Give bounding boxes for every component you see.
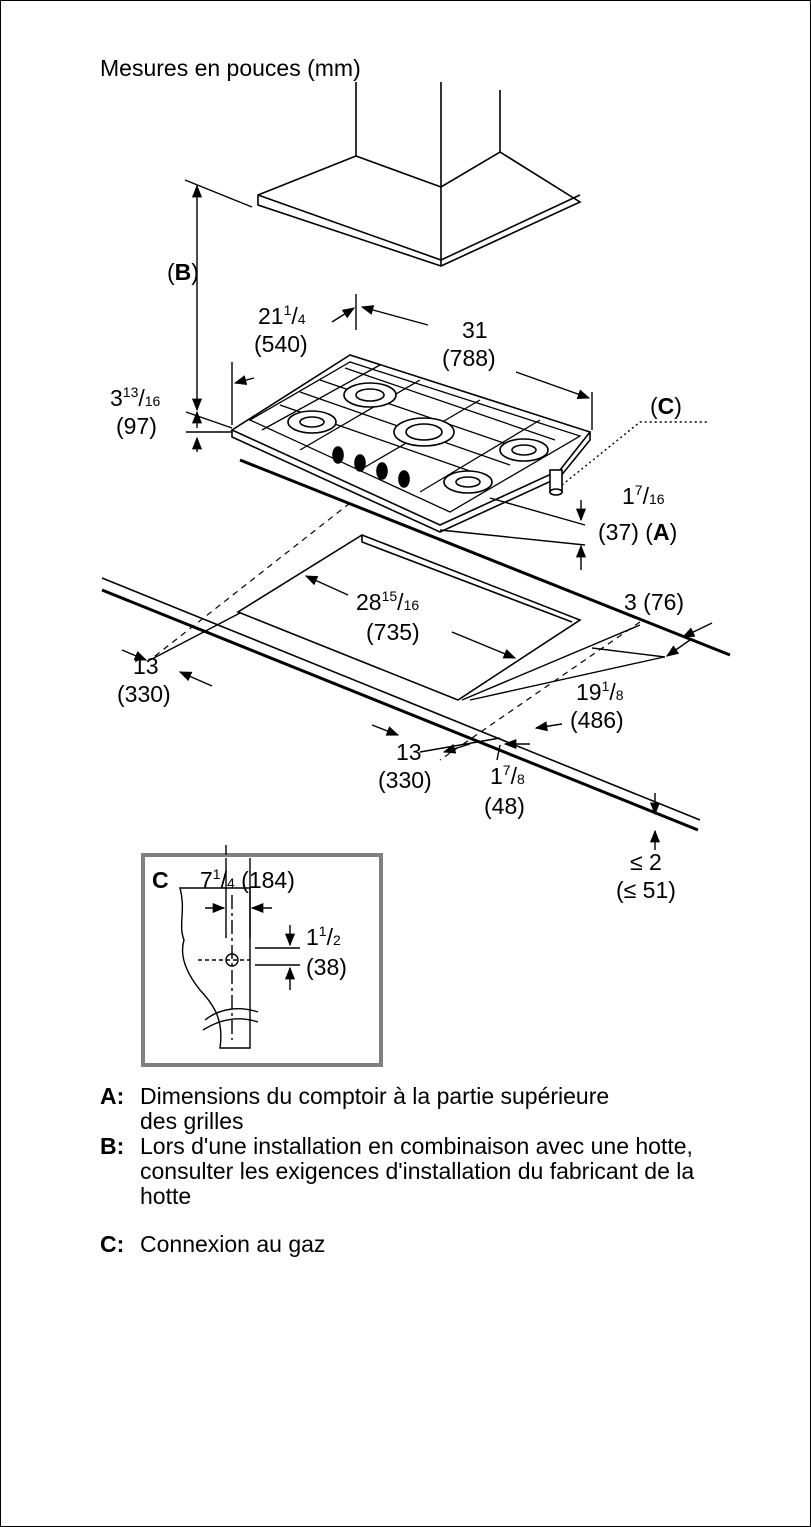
svg-text:(37) (A): (37) (A) xyxy=(598,519,677,545)
svg-text:11/2: 11/2 xyxy=(306,923,341,950)
label-side-mm: (330) xyxy=(117,681,171,707)
label-c: C xyxy=(658,393,675,419)
svg-text:71/4 (184): 71/4 (184) xyxy=(200,866,295,893)
svg-text:(B): (B) xyxy=(167,259,199,285)
label-width-mm: (788) xyxy=(442,345,496,371)
countertop xyxy=(101,458,731,832)
label-b: B xyxy=(175,259,192,285)
legend-item-a: A:Dimensions du comptoir à la partie sup… xyxy=(100,1083,610,1134)
svg-text:211/4: 211/4 xyxy=(258,302,306,329)
label-front-mm: (330) xyxy=(378,767,432,793)
svg-text:17/16: 17/16 xyxy=(622,482,665,509)
svg-text:313/16: 313/16 xyxy=(110,384,161,411)
label-grate-mm: (37) xyxy=(598,519,639,545)
label-edge-mm: (48) xyxy=(484,793,525,819)
cutout-dimensions xyxy=(121,575,713,850)
label-side-in: 13 xyxy=(133,653,159,679)
label-height-mm: (97) xyxy=(116,413,157,439)
svg-text:17/8: 17/8 xyxy=(490,762,525,789)
label-a: A xyxy=(653,519,670,545)
label-counter-thickness-in: ≤ 2 xyxy=(630,849,662,875)
label-front-in: 13 xyxy=(396,739,422,765)
dimension-b xyxy=(184,179,253,412)
label-depth-mm: (540) xyxy=(254,331,308,357)
inset-width-mm: (184) xyxy=(241,867,295,893)
label-cutout-depth-mm: (486) xyxy=(570,707,624,733)
cooktop-dimensions xyxy=(185,294,708,570)
label-width-in: 31 xyxy=(462,317,488,343)
inset-letter: C xyxy=(152,867,169,893)
legend-item-c: C:Connexion au gaz xyxy=(100,1231,326,1257)
range-hood xyxy=(257,82,582,267)
svg-text:2815/16: 2815/16 xyxy=(356,588,419,615)
legend-item-b: B:Lors d'une installation en combinaison… xyxy=(100,1133,695,1209)
inset-height-mm: (38) xyxy=(306,954,347,980)
label-cutout-width-mm: (735) xyxy=(366,619,420,645)
inset-gas-connection: C 71/4 (184) 11/2 (38) xyxy=(141,845,383,1067)
svg-text:191/8: 191/8 xyxy=(576,678,624,705)
diagram-title: Mesures en pouces (mm) xyxy=(100,55,361,81)
svg-text:(C): (C) xyxy=(650,393,682,419)
label-back-clearance: 3 (76) xyxy=(624,589,684,615)
gas-cooktop xyxy=(230,354,592,533)
label-counter-thickness-mm: (≤ 51) xyxy=(616,877,676,903)
